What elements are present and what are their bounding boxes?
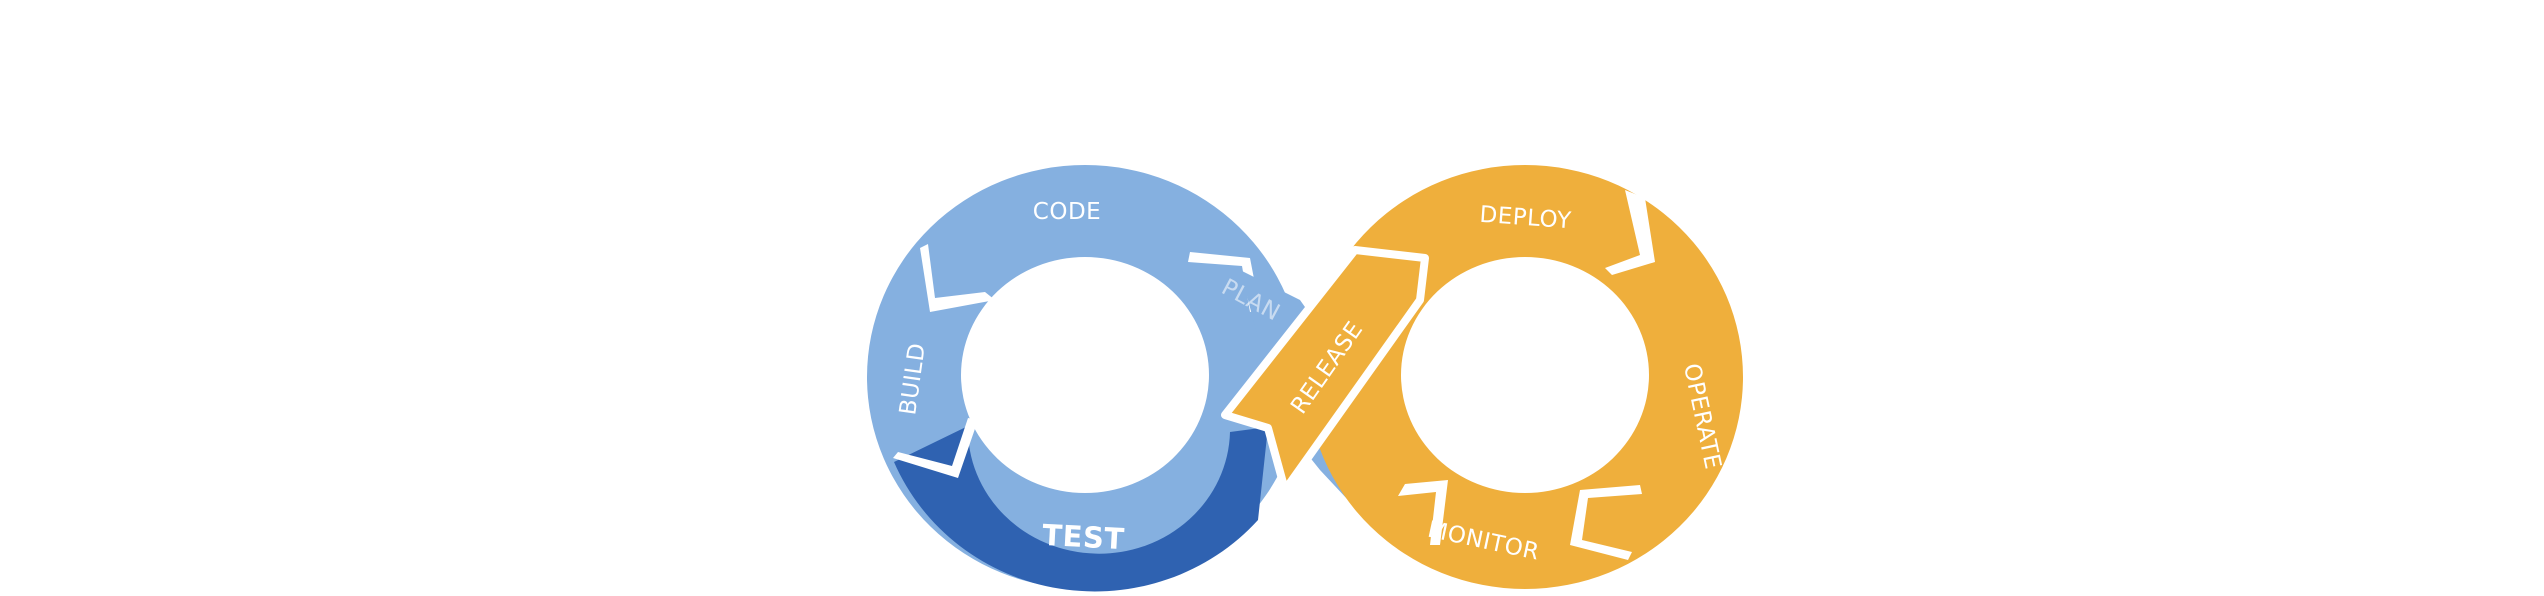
left-loop <box>867 165 1303 592</box>
label-deploy: DEPLOY <box>1479 202 1573 234</box>
separator-code-build <box>920 244 995 312</box>
release-segment <box>1221 246 1429 494</box>
test-segment <box>894 426 1268 592</box>
separator-operate-monitor <box>1570 485 1642 560</box>
separator-deploy-operate <box>1605 190 1655 275</box>
separator-monitor-plan <box>1398 480 1448 545</box>
label-test: TEST <box>1042 518 1126 556</box>
label-code: CODE <box>1033 199 1101 225</box>
release-arrow <box>1221 246 1429 494</box>
separator-build-test <box>893 418 978 478</box>
